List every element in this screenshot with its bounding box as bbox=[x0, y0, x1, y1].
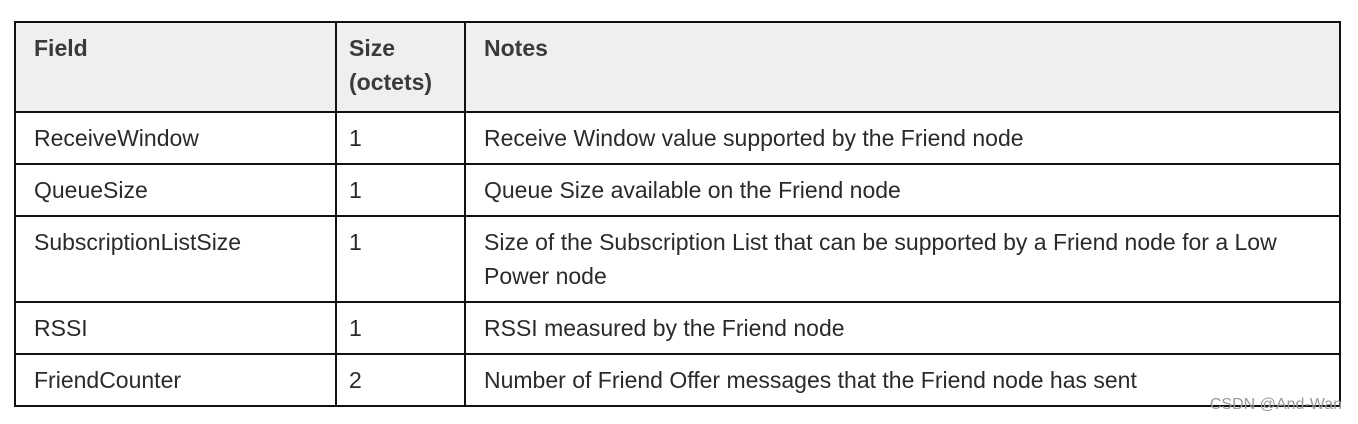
table-row: RSSI 1 RSSI measured by the Friend node bbox=[14, 301, 1341, 355]
table-row: QueueSize 1 Queue Size available on the … bbox=[14, 163, 1341, 217]
cell-size: 1 bbox=[335, 163, 466, 217]
field-table: Field Size (octets) Notes ReceiveWindow … bbox=[14, 21, 1341, 407]
cell-size: 1 bbox=[335, 215, 466, 303]
cell-size: 2 bbox=[335, 353, 466, 407]
table-row: SubscriptionListSize 1 Size of the Subsc… bbox=[14, 215, 1341, 303]
cell-size: 1 bbox=[335, 301, 466, 355]
table-row: FriendCounter 2 Number of Friend Offer m… bbox=[14, 353, 1341, 407]
cell-notes: Receive Window value supported by the Fr… bbox=[464, 111, 1341, 165]
cell-notes: Queue Size available on the Friend node bbox=[464, 163, 1341, 217]
cell-notes: Number of Friend Offer messages that the… bbox=[464, 353, 1341, 407]
cell-field: SubscriptionListSize bbox=[14, 215, 337, 303]
cell-notes: Size of the Subscription List that can b… bbox=[464, 215, 1341, 303]
cell-field: QueueSize bbox=[14, 163, 337, 217]
header-field: Field bbox=[14, 21, 337, 113]
cell-size: 1 bbox=[335, 111, 466, 165]
cell-field: RSSI bbox=[14, 301, 337, 355]
cell-field: FriendCounter bbox=[14, 353, 337, 407]
table-row: ReceiveWindow 1 Receive Window value sup… bbox=[14, 111, 1341, 165]
cell-notes: RSSI measured by the Friend node bbox=[464, 301, 1341, 355]
header-row: Field Size (octets) Notes bbox=[14, 21, 1341, 113]
header-notes: Notes bbox=[464, 21, 1341, 113]
cell-field: ReceiveWindow bbox=[14, 111, 337, 165]
header-size: Size (octets) bbox=[335, 21, 466, 113]
watermark: CSDN @And-Wan bbox=[1209, 396, 1342, 413]
